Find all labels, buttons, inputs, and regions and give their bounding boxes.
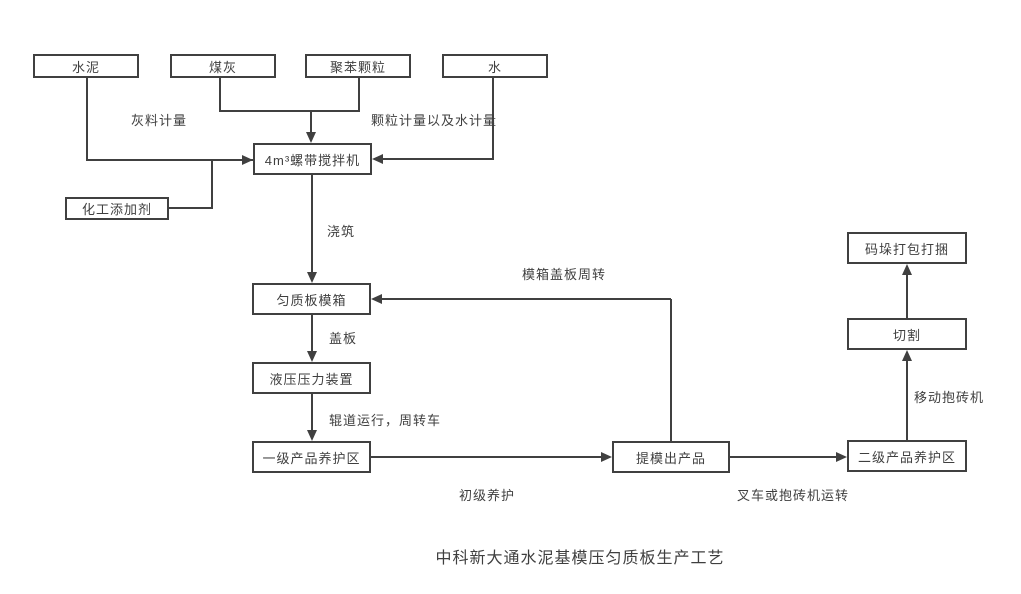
edge-label-ash-metering: 灰料计量 xyxy=(131,113,188,128)
arrowhead-right-icon xyxy=(242,155,253,165)
arrowhead-up-icon xyxy=(902,264,912,275)
edge-segment xyxy=(730,456,845,458)
node-coal-ash: 煤灰 xyxy=(170,54,276,78)
edge-segment xyxy=(373,298,671,300)
edge-segment xyxy=(311,394,313,439)
node-eps-granule: 聚苯颗粒 xyxy=(305,54,411,78)
edge-label-moldbox-cover-cycle: 模箱盖板周转 xyxy=(522,267,607,282)
edge-segment xyxy=(374,158,493,160)
edge-label-granule-water-metering: 颗粒计量以及水计量 xyxy=(371,113,498,128)
edge-segment xyxy=(311,315,313,360)
edge-label-forklift-transfer: 叉车或抱砖机运转 xyxy=(737,488,850,503)
edge-segment xyxy=(906,266,908,318)
arrowhead-left-icon xyxy=(372,154,383,164)
node-secondary-cure-area: 二级产品养护区 xyxy=(847,440,967,472)
node-cutting: 切割 xyxy=(847,318,967,350)
arrowhead-down-icon xyxy=(307,272,317,283)
edge-segment xyxy=(492,77,494,160)
edge-segment xyxy=(219,78,221,112)
arrowhead-down-icon xyxy=(307,430,317,441)
edge-segment xyxy=(87,159,253,161)
arrowhead-right-icon xyxy=(601,452,612,462)
node-water: 水 xyxy=(442,54,548,78)
edge-segment xyxy=(358,78,360,112)
node-demold-product: 提模出产品 xyxy=(612,441,730,473)
edge-segment xyxy=(86,78,88,161)
node-cement: 水泥 xyxy=(33,54,139,78)
edge-label-mobile-brick-machine: 移动抱砖机 xyxy=(914,390,985,405)
node-primary-cure-area: 一级产品养护区 xyxy=(252,441,371,473)
arrowhead-right-icon xyxy=(836,452,847,462)
diagram-title: 中科新大通水泥基模压匀质板生产工艺 xyxy=(435,550,725,567)
arrowhead-down-icon xyxy=(307,351,317,362)
edge-segment xyxy=(906,352,908,440)
edge-segment xyxy=(670,299,672,441)
arrowhead-down-icon xyxy=(306,132,316,143)
edge-label-pouring: 浇筑 xyxy=(327,224,356,239)
edge-label-primary-curing: 初级养护 xyxy=(459,488,516,503)
node-mold-box: 匀质板模箱 xyxy=(252,283,371,315)
node-screw-mixer: 4m³螺带搅拌机 xyxy=(253,143,372,175)
node-hydraulic-press: 液压压力装置 xyxy=(252,362,371,394)
edge-segment xyxy=(169,207,213,209)
edge-segment xyxy=(211,161,213,209)
node-palletize-pack: 码垛打包打捆 xyxy=(847,232,967,264)
edge-segment xyxy=(310,111,312,141)
node-chem-additive: 化工添加剂 xyxy=(65,197,169,220)
edge-label-cover-plate: 盖板 xyxy=(329,331,358,346)
arrowhead-up-icon xyxy=(902,350,912,361)
arrowhead-left-icon xyxy=(371,294,382,304)
edge-segment xyxy=(220,110,359,112)
edge-segment xyxy=(371,456,610,458)
edge-label-roller-transfer: 辊道运行，周转车 xyxy=(329,413,442,428)
edge-segment xyxy=(311,175,313,281)
